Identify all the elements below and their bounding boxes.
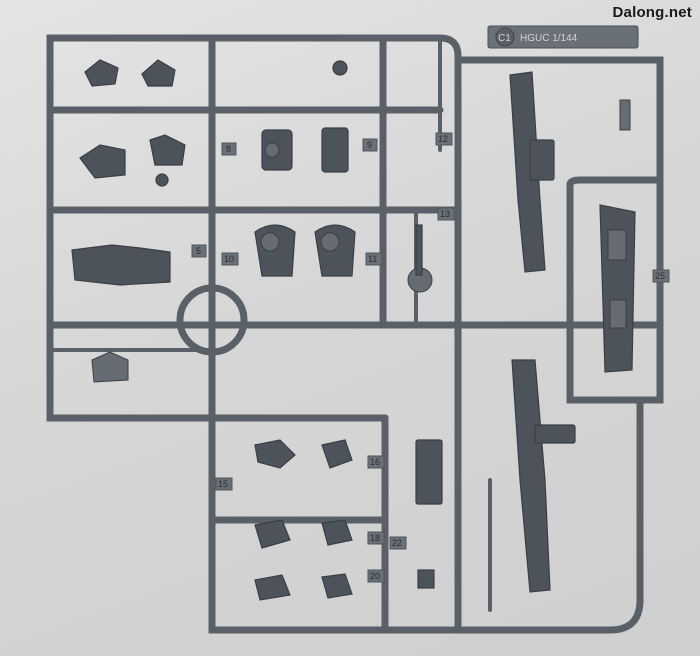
watermark: Dalong.net <box>612 4 692 21</box>
tag-10: 10 <box>224 254 234 264</box>
sprue-badge: C1 <box>498 33 511 44</box>
sprue-frame <box>46 34 664 634</box>
tag-9: 9 <box>367 140 372 150</box>
tag-12: 12 <box>438 134 448 144</box>
tag-20: 20 <box>370 571 380 581</box>
tag-13: 13 <box>440 209 450 219</box>
tag-22: 22 <box>392 538 402 548</box>
tag-25: 25 <box>655 271 665 281</box>
sprue-code: HGUC 1/144 <box>520 33 578 44</box>
tag-5: 5 <box>196 246 201 256</box>
parts <box>71 59 636 601</box>
tag-18: 18 <box>370 533 380 543</box>
tag-11: 11 <box>368 254 377 264</box>
sprue-label-plate: C1 HGUC 1/144 <box>487 25 639 49</box>
tag-8: 8 <box>226 144 231 154</box>
tag-15: 15 <box>218 479 228 489</box>
tag-16: 16 <box>370 457 380 467</box>
part-number-tags: 5 8 9 10 11 12 13 15 16 18 20 22 25 <box>191 132 670 583</box>
